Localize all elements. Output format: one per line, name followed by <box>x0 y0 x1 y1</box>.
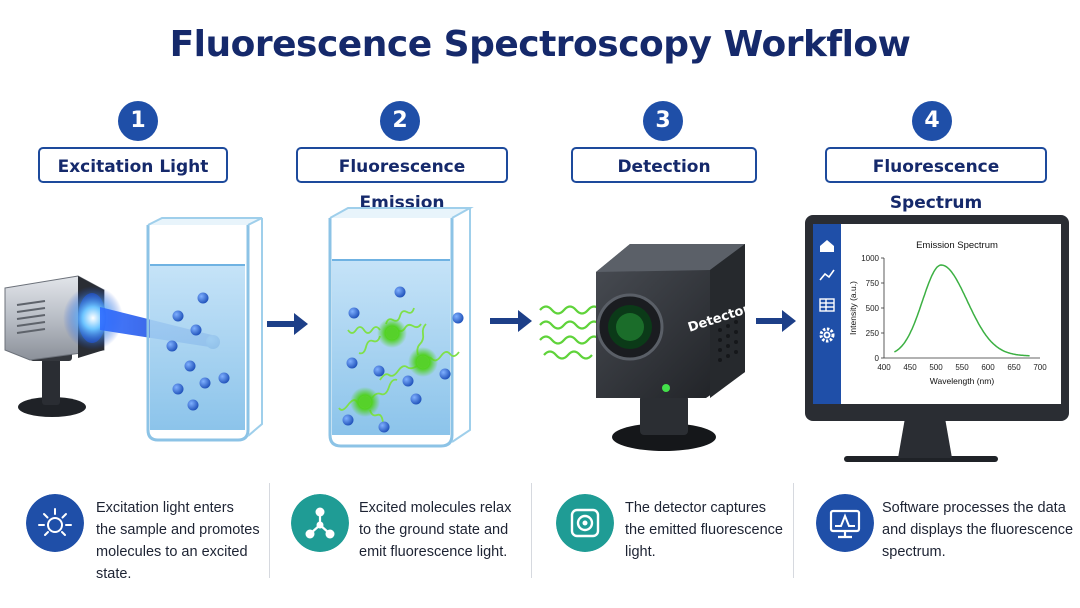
molecule-icon <box>291 494 349 552</box>
y-tick-label: 1000 <box>861 254 879 263</box>
divider-2 <box>531 483 532 578</box>
y-tick-label: 0 <box>875 354 880 363</box>
arrow-1-to-2 <box>267 313 308 335</box>
x-tick-label: 400 <box>877 363 891 372</box>
divider-1 <box>269 483 270 578</box>
table-icon <box>819 298 835 312</box>
molecules-2 <box>342 286 464 433</box>
step-4-label: Fluorescence Spectrum <box>825 147 1047 213</box>
detector-device: Detector <box>596 244 752 451</box>
monitor-chart-icon <box>816 494 874 552</box>
y-tick-label: 750 <box>866 279 880 288</box>
step-3-number: 3 <box>643 101 683 141</box>
step-4-number: 4 <box>912 101 952 141</box>
x-tick-label: 650 <box>1007 363 1021 372</box>
y-tick-label: 500 <box>866 304 880 313</box>
y-axis-label: Intensity (a.u.) <box>848 281 858 335</box>
arrow-2-to-3 <box>490 310 532 332</box>
step-1-number: 1 <box>118 101 158 141</box>
step-3-description: The detector captures the emitted fluore… <box>625 500 783 560</box>
x-tick-label: 700 <box>1033 363 1047 372</box>
step-2-description: Excited molecules relax to the ground st… <box>359 500 512 560</box>
monitor <box>805 215 1069 462</box>
sample-cuvette-1 <box>146 217 263 442</box>
gear-icon <box>819 327 835 343</box>
fluorescence-light-waves <box>539 305 601 360</box>
step-2-label: Fluorescence Emission <box>296 147 508 213</box>
step-1-label: Excitation Light <box>38 147 228 183</box>
molecules-1 <box>166 292 230 411</box>
x-tick-label: 450 <box>903 363 917 372</box>
step-3-label: Detection <box>571 147 757 183</box>
excited-molecules <box>350 318 438 417</box>
home-icon <box>820 240 834 252</box>
page-title: Fluorescence Spectroscopy Workflow <box>169 24 911 65</box>
line-chart-icon <box>819 269 835 281</box>
emission-spectrum-chart: Emission Spectrum 1000 750 500 250 0 400 450 5… <box>848 240 1047 386</box>
step-1-description: Excitation light enters the sample and p… <box>96 500 260 582</box>
step-2-number: 2 <box>380 101 420 141</box>
detector-icon <box>556 494 614 552</box>
step-4-description: Software processes the data and displays… <box>882 500 1074 560</box>
light-source-icon <box>26 494 84 552</box>
light-source-device <box>4 275 123 417</box>
x-axis-label: Wavelength (nm) <box>930 376 995 386</box>
x-tick-label: 500 <box>929 363 943 372</box>
spectrum-series-line <box>894 264 1030 357</box>
y-tick-label: 250 <box>866 329 880 338</box>
arrow-3-to-4 <box>756 310 796 332</box>
x-tick-label: 600 <box>981 363 995 372</box>
chart-title: Emission Spectrum <box>916 240 998 251</box>
x-tick-label: 550 <box>955 363 969 372</box>
divider-3 <box>793 483 794 578</box>
